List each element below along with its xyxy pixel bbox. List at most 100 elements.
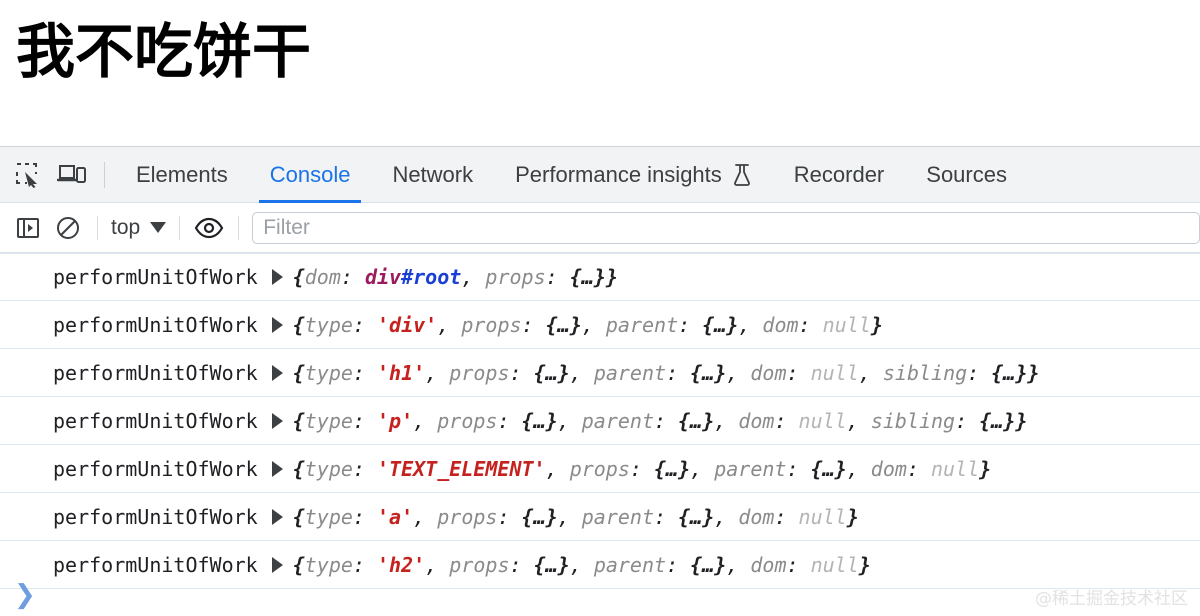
- execution-context-select[interactable]: top: [107, 216, 170, 240]
- token-key: sibling: [882, 360, 968, 385]
- inspect-element-icon[interactable]: [6, 153, 50, 197]
- clear-console-icon[interactable]: [48, 208, 88, 248]
- token-punct: :: [509, 360, 534, 385]
- token-brace: {…}: [678, 408, 715, 433]
- token-punct: ,: [425, 360, 450, 385]
- token-punct: :: [786, 456, 811, 481]
- token-punct: :: [654, 504, 679, 529]
- token-key: type: [304, 360, 353, 385]
- token-brace: {: [292, 504, 305, 529]
- token-key: dom: [750, 360, 787, 385]
- console-object-preview: {type: 'h1', props: {…}, parent: {…}, do…: [293, 361, 1040, 385]
- console-message-source: performUnitOfWork: [53, 265, 258, 289]
- token-brace: {…}: [521, 504, 558, 529]
- tab-network[interactable]: Network: [371, 147, 494, 203]
- console-message-row[interactable]: performUnitOfWork{type: 'a', props: {…},…: [0, 493, 1200, 541]
- tab-performance-insights[interactable]: Performance insights: [494, 147, 773, 203]
- disclosure-triangle-icon[interactable]: [271, 269, 283, 285]
- token-id: #root: [401, 265, 462, 289]
- disclosure-triangle-icon[interactable]: [271, 460, 283, 477]
- token-str: 'h1': [377, 360, 426, 385]
- token-punct: ,: [858, 360, 883, 385]
- token-punct: ,: [714, 408, 739, 433]
- devtools-tabbar: Elements Console Network Performance ins…: [0, 147, 1200, 203]
- console-message-list[interactable]: performUnitOfWork {dom: div#root, props: …: [0, 253, 1200, 616]
- token-brace: {…}: [690, 360, 727, 385]
- token-key: props: [461, 312, 522, 337]
- token-brace: {…}: [979, 408, 1016, 433]
- token-punct: :: [352, 552, 378, 577]
- token-brace: {…}: [991, 360, 1028, 385]
- disclosure-triangle-icon[interactable]: [271, 556, 283, 573]
- disclosure-triangle-icon[interactable]: [271, 364, 283, 381]
- toolbar-divider: [97, 215, 98, 240]
- disclosure-triangle-icon[interactable]: [271, 412, 283, 429]
- token-brace: }: [846, 504, 859, 529]
- token-punct: ,: [413, 408, 438, 433]
- token-punct: :: [666, 360, 691, 385]
- toolbar-divider: [238, 215, 240, 240]
- token-punct: ,: [714, 504, 739, 529]
- token-punct: :: [521, 312, 546, 337]
- token-brace: }: [870, 312, 883, 337]
- tab-label: Console: [269, 161, 351, 187]
- token-brace: {: [292, 408, 305, 433]
- live-expression-eye-icon[interactable]: [189, 208, 229, 248]
- devtools-panel: Elements Console Network Performance ins…: [0, 146, 1200, 616]
- console-message-row[interactable]: performUnitOfWork {dom: div#root, props: …: [0, 253, 1200, 301]
- token-key: parent: [581, 504, 655, 529]
- token-key: type: [304, 456, 353, 481]
- token-punct: ,: [690, 456, 715, 481]
- tab-label: Recorder: [793, 161, 885, 187]
- token-punct: :: [786, 552, 811, 577]
- token-punct: :: [509, 552, 534, 577]
- console-message-row[interactable]: performUnitOfWork{type: 'p', props: {…},…: [0, 397, 1200, 445]
- token-brace: {…}: [569, 265, 606, 289]
- token-brace: }: [605, 265, 618, 289]
- tab-label: Elements: [136, 161, 228, 187]
- token-punct: :: [352, 456, 378, 481]
- tab-label: Sources: [926, 161, 1007, 187]
- disclosure-triangle-icon[interactable]: [271, 508, 283, 525]
- console-message-row[interactable]: performUnitOfWork{type: 'TEXT_ELEMENT', …: [0, 445, 1200, 493]
- token-punct: ,: [846, 456, 871, 481]
- console-message-row[interactable]: performUnitOfWork{type: 'h2', props: {…}…: [0, 541, 1200, 589]
- page-viewport: 我不吃饼干: [0, 0, 1200, 146]
- token-brace: {…}: [702, 312, 739, 337]
- token-brace: {: [292, 456, 305, 481]
- token-null: null: [798, 408, 847, 433]
- tab-sources[interactable]: Sources: [905, 147, 1028, 203]
- filter-input[interactable]: Filter: [252, 211, 1200, 244]
- disclosure-triangle-icon[interactable]: [271, 316, 283, 333]
- token-brace: {…}: [533, 360, 570, 385]
- tab-recorder[interactable]: Recorder: [773, 147, 905, 203]
- token-key: type: [304, 552, 353, 577]
- token-str: 'a': [377, 504, 414, 529]
- console-message-row[interactable]: performUnitOfWork{type: 'div', props: {……: [0, 301, 1200, 349]
- console-object-preview: {dom: div#root, props: {…}}: [293, 265, 618, 289]
- console-message-row[interactable]: performUnitOfWork {type: 'h1', props: {…}…: [0, 349, 1200, 397]
- tab-label: Network: [392, 161, 474, 187]
- token-brace: }: [979, 456, 992, 481]
- tab-console[interactable]: Console: [249, 147, 372, 203]
- token-key: props: [449, 552, 510, 577]
- token-punct: ,: [425, 552, 450, 577]
- console-message-source: performUnitOfWork: [53, 456, 258, 481]
- device-toolbar-icon[interactable]: [50, 153, 94, 197]
- token-key: dom: [738, 504, 775, 529]
- token-punct: ,: [557, 504, 582, 529]
- token-str: 'h2': [377, 552, 426, 577]
- token-punct: :: [906, 456, 931, 481]
- token-str: 'p': [377, 408, 414, 433]
- token-punct: :: [955, 408, 980, 433]
- token-key: dom: [304, 265, 341, 289]
- token-punct: ,: [557, 408, 582, 433]
- console-message-source: performUnitOfWork: [53, 360, 258, 385]
- tab-elements[interactable]: Elements: [115, 147, 249, 203]
- console-prompt[interactable]: ❯: [0, 573, 1200, 616]
- console-object-preview: {type: 'p', props: {…}, parent: {…}, dom…: [293, 409, 1028, 433]
- console-sidebar-icon[interactable]: [8, 208, 48, 248]
- token-punct: :: [654, 408, 679, 433]
- token-key: props: [485, 265, 546, 289]
